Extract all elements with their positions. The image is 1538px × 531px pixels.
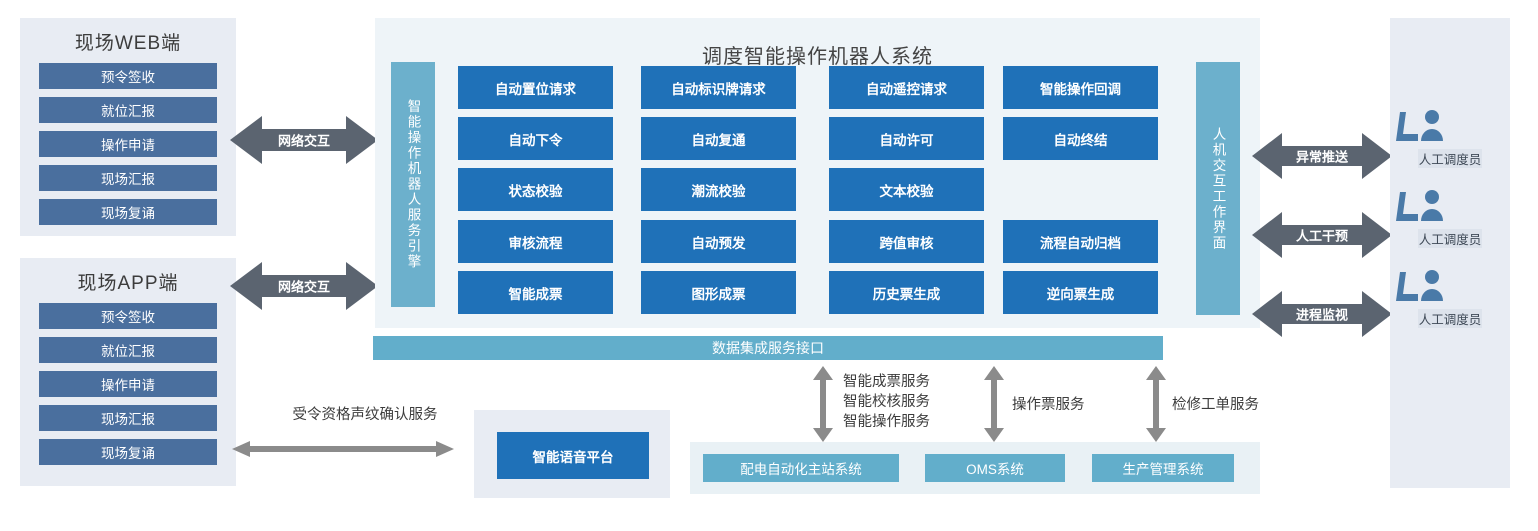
service-line: 智能校核服务 (843, 394, 930, 410)
voice-platform-box[interactable]: 智能语音平台 (497, 432, 649, 479)
app-client-item-2[interactable]: 操作申请 (39, 371, 217, 397)
double-arrow-thin-icon (232, 441, 454, 457)
service-arrow-0 (812, 366, 834, 442)
capability-card[interactable]: 逆向票生成 (1003, 271, 1158, 314)
service-line: 智能成票服务 (843, 374, 930, 390)
external-system-chip[interactable]: 生产管理系统 (1092, 454, 1234, 482)
double-arrow-icon (1252, 133, 1392, 179)
operator-person-icon (1396, 270, 1443, 301)
vertical-double-arrow-icon (984, 366, 1004, 442)
network-arrow-web: 网络交互 (230, 112, 378, 168)
web-client-item-0[interactable]: 预令签收 (39, 63, 217, 89)
service-label-group-1: 操作票服务 (1012, 395, 1085, 415)
capability-card[interactable]: 流程自动归档 (1003, 220, 1158, 263)
operator-label: 人工调度员 (1417, 149, 1483, 168)
web-client-item-2[interactable]: 操作申请 (39, 131, 217, 157)
capability-card[interactable]: 图形成票 (641, 271, 796, 314)
web-client-panel: 现场WEB端 预令签收 就位汇报 操作申请 现场汇报 现场复诵 (20, 18, 236, 236)
voice-service-label: 受令资格声纹确认服务 (292, 407, 438, 423)
operator-entry: 人工调度员 (1390, 108, 1510, 169)
capability-card[interactable]: 自动下令 (458, 117, 613, 160)
capability-card[interactable]: 自动预发 (641, 220, 796, 263)
app-client-item-1[interactable]: 就位汇报 (39, 337, 217, 363)
operator-arrow-0: 异常推送 (1252, 130, 1392, 182)
voice-service-arrow (232, 440, 454, 458)
web-client-title: 现场WEB端 (74, 33, 182, 54)
capability-card[interactable]: 智能操作回调 (1003, 66, 1158, 109)
service-label-group-2: 检修工单服务 (1172, 395, 1259, 415)
vertical-double-arrow-icon (1146, 366, 1166, 442)
service-arrow-2 (1145, 366, 1167, 442)
operator-person-icon (1396, 190, 1443, 221)
hmi-vertical-bar-label: 人机交互工作界面 (1210, 126, 1226, 251)
data-bus-bar: 数据集成服务接口 (373, 336, 1163, 360)
hmi-vertical-bar: 人机交互工作界面 (1196, 62, 1240, 315)
operator-label: 人工调度员 (1417, 309, 1483, 328)
page-title: 调度智能操作机器人系统 (702, 46, 933, 68)
app-client-item-0[interactable]: 预令签收 (39, 303, 217, 329)
capability-card[interactable]: 审核流程 (458, 220, 613, 263)
double-arrow-icon (230, 116, 378, 164)
operator-label: 人工调度员 (1417, 229, 1483, 248)
vertical-double-arrow-icon (813, 366, 833, 442)
external-system-chip[interactable]: OMS系统 (925, 454, 1065, 482)
capability-card[interactable]: 状态校验 (458, 168, 613, 211)
operator-entry: 人工调度员 (1390, 188, 1510, 249)
double-arrow-icon (1252, 212, 1392, 258)
service-line: 检修工单服务 (1172, 397, 1259, 413)
data-bus-label: 数据集成服务接口 (712, 340, 824, 356)
capability-card[interactable]: 跨值审核 (829, 220, 984, 263)
capability-card[interactable]: 潮流校验 (641, 168, 796, 211)
capability-card[interactable]: 自动终结 (1003, 117, 1158, 160)
app-client-panel: 现场APP端 预令签收 就位汇报 操作申请 现场汇报 现场复诵 (20, 258, 236, 486)
engine-vertical-bar-label: 智能操作机器人服务引擎 (405, 99, 421, 270)
web-client-item-4[interactable]: 现场复诵 (39, 199, 217, 225)
operator-person-icon (1396, 110, 1443, 141)
capability-card[interactable]: 自动许可 (829, 117, 984, 160)
capability-card[interactable]: 历史票生成 (829, 271, 984, 314)
operator-arrow-2: 进程监视 (1252, 288, 1392, 340)
double-arrow-icon (230, 262, 378, 310)
engine-vertical-bar: 智能操作机器人服务引擎 (391, 62, 435, 307)
network-arrow-app: 网络交互 (230, 258, 378, 314)
service-line: 智能操作服务 (843, 414, 930, 430)
service-label-group-0: 智能成票服务 智能校核服务 智能操作服务 (843, 372, 930, 432)
app-client-title: 现场APP端 (77, 273, 179, 294)
operator-arrow-1: 人工干预 (1252, 209, 1392, 261)
app-client-item-3[interactable]: 现场汇报 (39, 405, 217, 431)
web-client-item-3[interactable]: 现场汇报 (39, 165, 217, 191)
service-line: 操作票服务 (1012, 397, 1085, 413)
double-arrow-icon (1252, 291, 1392, 337)
app-client-item-4[interactable]: 现场复诵 (39, 439, 217, 465)
capability-card[interactable]: 文本校验 (829, 168, 984, 211)
operator-panel: 人工调度员 人工调度员 人工调度员 (1390, 18, 1510, 488)
operator-entry: 人工调度员 (1390, 268, 1510, 329)
capability-card[interactable]: 智能成票 (458, 271, 613, 314)
capability-card[interactable]: 自动复通 (641, 117, 796, 160)
capability-card[interactable]: 自动标识牌请求 (641, 66, 796, 109)
service-arrow-1 (983, 366, 1005, 442)
capability-card[interactable]: 自动遥控请求 (829, 66, 984, 109)
external-system-chip[interactable]: 配电自动化主站系统 (703, 454, 899, 482)
capability-card[interactable]: 自动置位请求 (458, 66, 613, 109)
web-client-item-1[interactable]: 就位汇报 (39, 97, 217, 123)
